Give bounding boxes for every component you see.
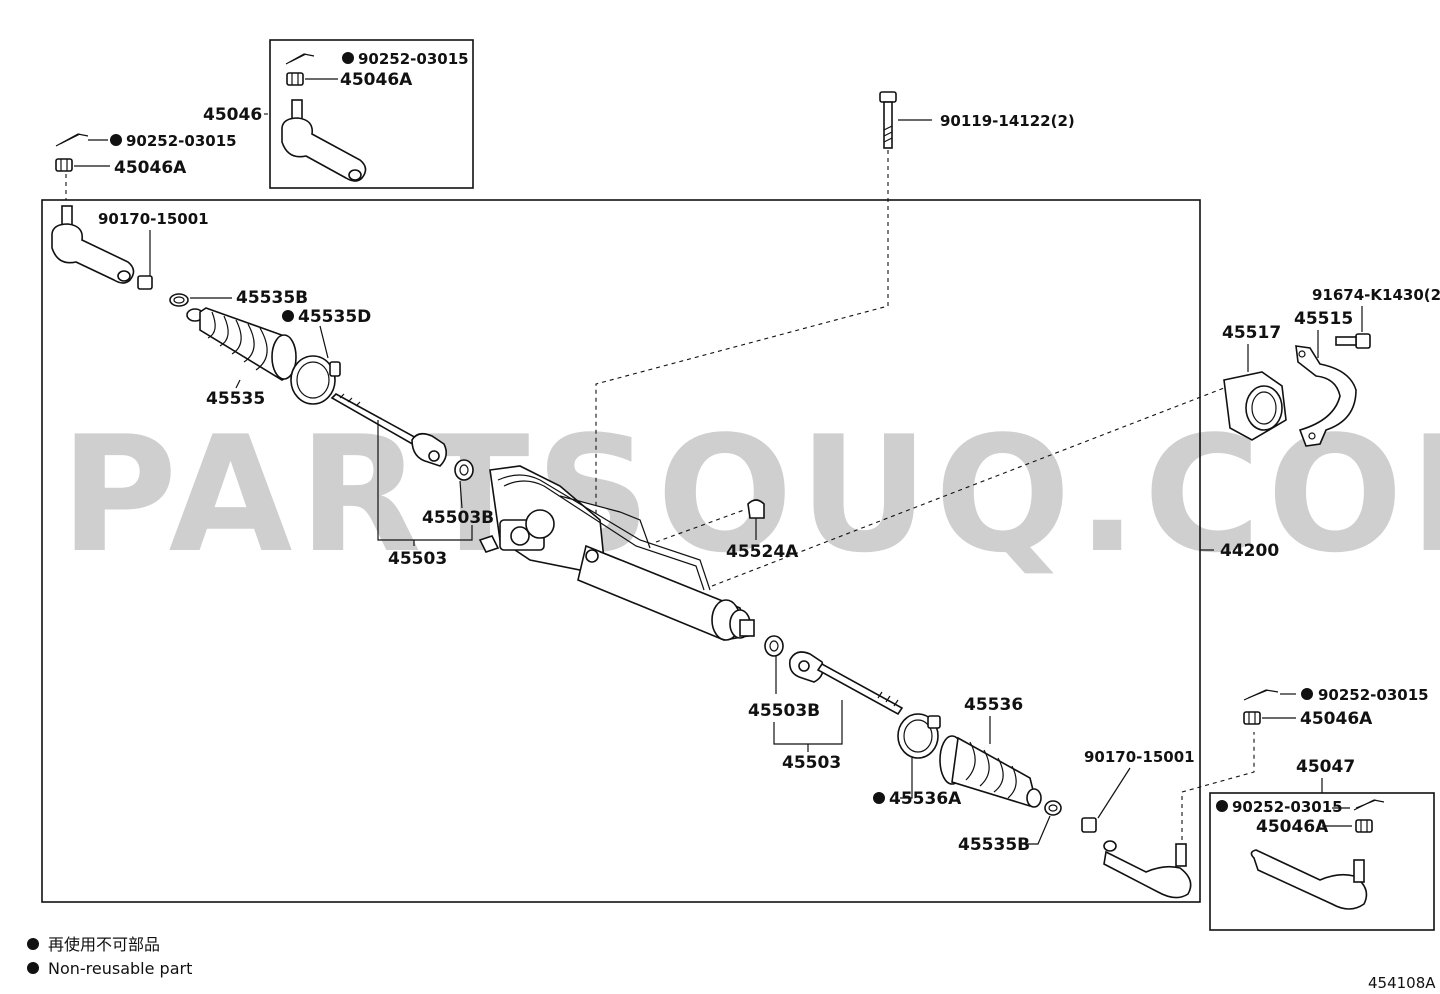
tie-rod-end-icon xyxy=(1103,840,1192,899)
label-45536[interactable]: 45536 xyxy=(964,695,1023,715)
cotter-pin-icon xyxy=(1243,689,1279,701)
bolt-icon xyxy=(879,91,897,149)
label-45524A[interactable]: 45524A xyxy=(726,542,799,562)
rack-bushing-icon xyxy=(1223,371,1287,441)
figure-code: 454108A xyxy=(1368,974,1436,992)
bracket-icon xyxy=(1295,345,1357,447)
label-45535[interactable]: 45535 xyxy=(206,389,265,409)
label-45046A[interactable]: 45046A xyxy=(1300,709,1373,729)
castle-nut-icon xyxy=(1355,819,1373,833)
label-45046[interactable]: 45046 xyxy=(203,105,262,125)
legend-english: Non-reusable part xyxy=(48,959,192,978)
boot-clamp-icon xyxy=(1044,800,1062,816)
inset-box-45046 xyxy=(269,39,474,189)
label-45047[interactable]: 45047 xyxy=(1296,757,1355,777)
cotter-pin-icon xyxy=(285,53,315,65)
label-45046A[interactable]: 45046A xyxy=(340,70,413,90)
washer-icon xyxy=(764,635,784,657)
non-reusable-dot-icon xyxy=(342,52,354,64)
cotter-pin-icon xyxy=(1353,799,1385,811)
steering-boot-icon xyxy=(186,307,297,381)
tie-rod-end-icon xyxy=(281,99,367,182)
cotter-pin-icon xyxy=(55,133,89,147)
castle-nut-icon xyxy=(55,158,73,172)
watermark-text: PARTSOUQ.COM xyxy=(60,401,1440,588)
label-45515[interactable]: 45515 xyxy=(1294,309,1353,329)
label-91674-K1430[interactable]: 91674-K1430(2) xyxy=(1312,286,1440,304)
label-90170-15001[interactable]: 90170-15001 xyxy=(98,210,209,228)
castle-nut-icon xyxy=(286,72,304,86)
non-reusable-dot-icon xyxy=(27,938,39,950)
tie-rod-end-icon xyxy=(51,205,135,284)
tie-rod-icon xyxy=(788,651,904,716)
non-reusable-dot-icon xyxy=(1301,688,1313,700)
label-45535B[interactable]: 45535B xyxy=(958,835,1030,855)
label-90252-03015[interactable]: 90252-03015 xyxy=(126,132,237,150)
label-45503B[interactable]: 45503B xyxy=(422,508,494,528)
label-90252-03015[interactable]: 90252-03015 xyxy=(1318,686,1429,704)
label-45536A[interactable]: 45536A xyxy=(889,789,962,809)
label-45535B[interactable]: 45535B xyxy=(236,288,308,308)
label-45046A[interactable]: 45046A xyxy=(114,158,187,178)
assembly-frame xyxy=(41,199,1201,903)
lock-nut-icon xyxy=(1081,817,1097,833)
label-90170-15001[interactable]: 90170-15001 xyxy=(1084,748,1195,766)
non-reusable-dot-icon xyxy=(873,792,885,804)
label-45503[interactable]: 45503 xyxy=(782,753,841,773)
tie-rod-end-icon xyxy=(1250,849,1368,910)
bolt-icon xyxy=(1335,333,1371,349)
boot-band-icon xyxy=(290,355,341,405)
label-45503[interactable]: 45503 xyxy=(388,549,447,569)
label-45535D[interactable]: 45535D xyxy=(298,307,371,327)
plug-icon xyxy=(747,499,765,519)
lock-nut-icon xyxy=(137,275,153,290)
label-45517[interactable]: 45517 xyxy=(1222,323,1281,343)
castle-nut-icon xyxy=(1243,711,1261,725)
non-reusable-dot-icon xyxy=(110,134,122,146)
boot-clamp-icon xyxy=(169,293,189,307)
label-90119-14122[interactable]: 90119-14122(2) xyxy=(940,112,1075,130)
label-90252-03015[interactable]: 90252-03015 xyxy=(1232,798,1343,816)
washer-icon xyxy=(454,459,474,481)
label-45046A[interactable]: 45046A xyxy=(1256,817,1329,837)
boot-band-icon xyxy=(897,713,941,759)
non-reusable-dot-icon xyxy=(27,962,39,974)
label-45503B[interactable]: 45503B xyxy=(748,701,820,721)
non-reusable-dot-icon xyxy=(1216,800,1228,812)
steering-boot-icon xyxy=(939,735,1042,808)
legend-japanese: 再使用不可部品 xyxy=(48,935,160,954)
tie-rod-icon xyxy=(330,393,448,467)
label-90252-03015[interactable]: 90252-03015 xyxy=(358,50,469,68)
label-44200[interactable]: 44200 xyxy=(1220,541,1279,561)
steering-rack-icon xyxy=(478,465,755,641)
non-reusable-dot-icon xyxy=(282,310,294,322)
